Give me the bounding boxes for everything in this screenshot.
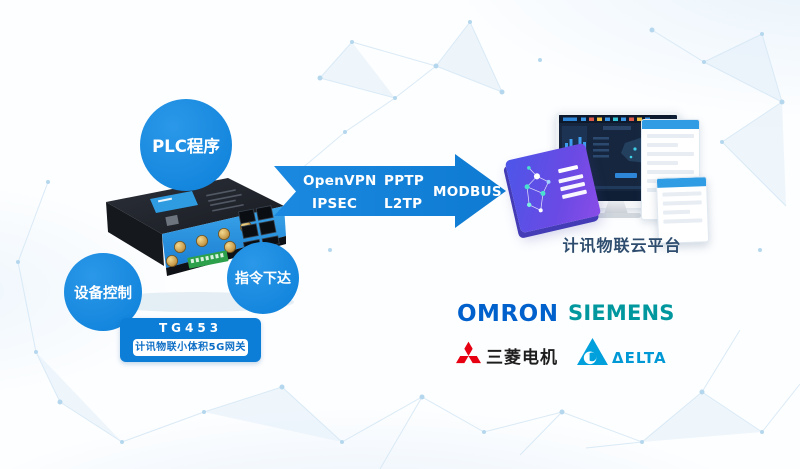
bubble-control-label: 设备控制 [74, 285, 132, 302]
screen-list-lines [593, 137, 609, 158]
device-model-tag: TG453 计讯物联小体积5G网关 [120, 318, 261, 362]
device-left-face [106, 202, 164, 266]
app-window-titlebar [642, 120, 699, 129]
bubble-plc-program: PLC程序 [140, 99, 232, 191]
device-model-text: TG453 [158, 321, 223, 335]
bubble-plc-label: PLC程序 [152, 137, 220, 156]
bubble-command-label: 指令下达 [235, 271, 291, 287]
protocol-openvpn: OpenVPN [303, 173, 377, 189]
omron-logo: OMRON [457, 301, 559, 327]
protocol-l2tp: L2TP [384, 196, 423, 212]
device-subtitle-text: 计讯物联小体积5G网关 [133, 339, 248, 356]
monitor-stand-base [591, 213, 641, 218]
flow-arrow [274, 154, 506, 228]
app-window-small-titlebar [656, 177, 707, 188]
mitsubishi-diamonds-icon [456, 341, 481, 364]
delta-triangle-icon [577, 337, 608, 366]
mitsubishi-logo-text: 三菱电机 [486, 348, 558, 368]
delta-logo-text: ΔELTA [612, 349, 667, 367]
bubble-command-dispatch: 指令下达 [227, 242, 299, 314]
card-list-lines [558, 165, 587, 199]
device-top-sticker [150, 191, 198, 213]
protocol-pptp: PPTP [384, 173, 425, 189]
monitor-stand [604, 201, 628, 214]
protocol-ipsec: IPSEC [312, 196, 358, 212]
card-graphics [524, 165, 587, 213]
protocol-modbus: MODBUS [433, 184, 502, 200]
terminal-block [187, 250, 229, 269]
device-top-face [106, 178, 284, 234]
platform-caption: 计讯物联云平台 [562, 236, 682, 255]
dashboard-card [504, 142, 602, 234]
device-top-markings [165, 189, 244, 227]
siemens-logo: SIEMENS [568, 301, 675, 325]
